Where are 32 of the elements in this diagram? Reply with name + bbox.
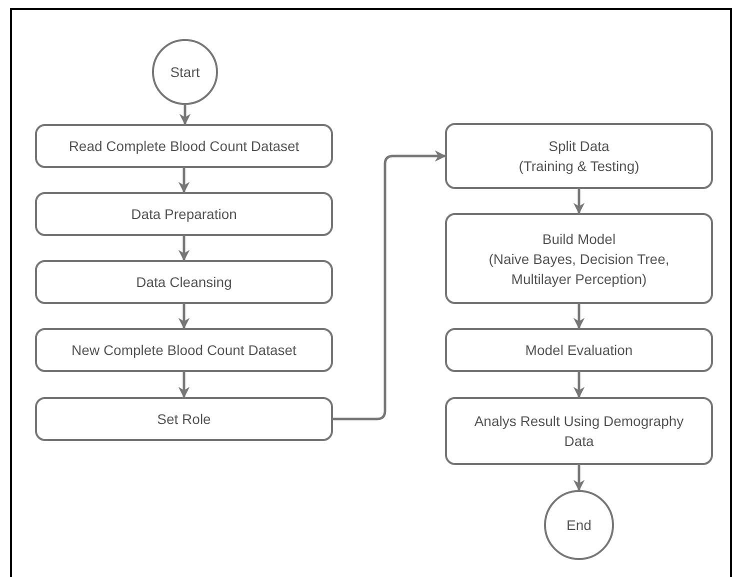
arrow xyxy=(573,465,585,492)
arrow xyxy=(179,105,191,126)
arrow xyxy=(178,304,190,330)
node-text: End xyxy=(566,516,592,535)
arrow xyxy=(178,236,190,262)
arrow xyxy=(573,372,585,398)
process-box xyxy=(35,260,333,304)
node-text: Model Evaluation xyxy=(525,341,633,360)
node-text: Data Cleansing xyxy=(136,273,232,292)
arrow xyxy=(573,304,585,330)
process-box xyxy=(35,328,333,372)
arrow xyxy=(573,189,585,214)
node-text: Build Model xyxy=(542,230,616,248)
process-box xyxy=(35,397,333,441)
process-box xyxy=(35,192,333,236)
node-text: Start xyxy=(170,63,200,82)
node-text: Split Data xyxy=(548,137,610,156)
node-text: (Naive Bayes, Decision Tree, Multilayer Perception) xyxy=(488,250,670,288)
process-box xyxy=(445,397,713,465)
arrow xyxy=(333,150,446,420)
process-box xyxy=(445,123,713,189)
node-text: Read Complete Blood Count Dataset xyxy=(68,137,300,156)
node-text: (Training & Testing) xyxy=(518,157,640,176)
process-box xyxy=(35,124,333,168)
process-box xyxy=(445,328,713,372)
node-text: Data Preparation xyxy=(131,205,237,224)
process-box xyxy=(445,213,713,304)
arrow xyxy=(178,372,190,398)
arrow xyxy=(178,168,190,194)
node-text: New Complete Blood Count Dataset xyxy=(72,341,296,360)
node-text: Set Role xyxy=(157,410,211,429)
node-text: Analys Result Using Demography Data xyxy=(473,412,685,451)
